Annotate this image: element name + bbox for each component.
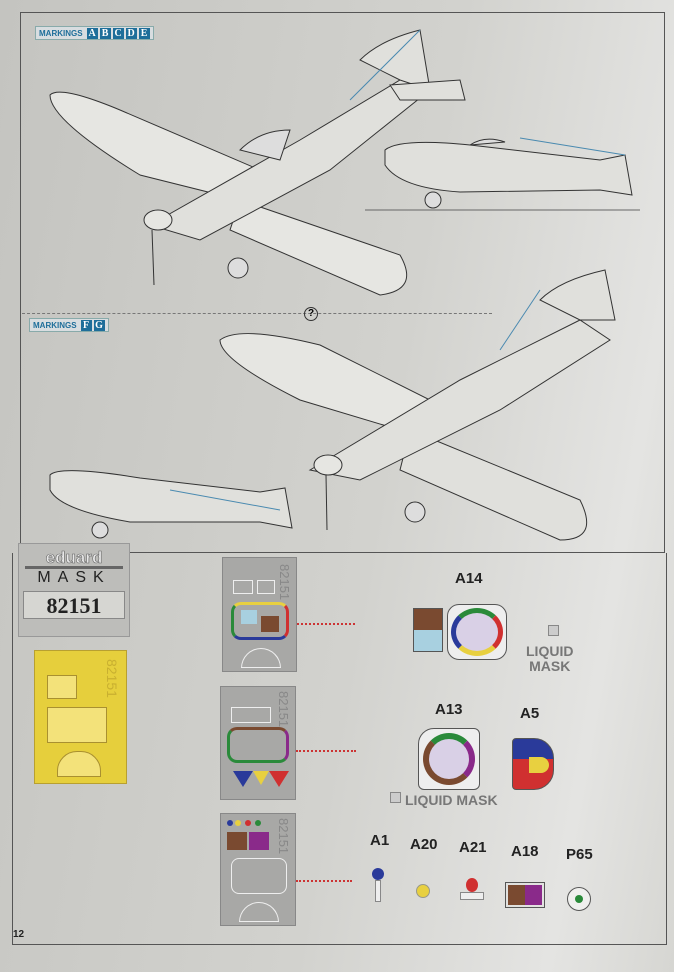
- page-number: 12: [13, 929, 25, 940]
- section-divider: [22, 313, 492, 314]
- mask-p65: [567, 887, 591, 911]
- markings-top-badge: MARKINGS A B C D E: [35, 26, 154, 40]
- mask-a13: [418, 728, 480, 790]
- marking-e: E: [138, 27, 150, 39]
- marking-f: F: [80, 319, 92, 331]
- marking-d: D: [125, 27, 137, 39]
- spitfire-side-view-2: [49, 470, 293, 539]
- question-icon: ?: [304, 307, 318, 321]
- part-label-a14: A14: [455, 570, 483, 587]
- mask-a14: [413, 604, 508, 660]
- marking-c: C: [112, 27, 124, 39]
- brand-logo: eduard: [25, 549, 123, 569]
- product-name: MASK: [37, 569, 111, 586]
- mask-a20: [416, 884, 430, 898]
- part-label-a21: A21: [459, 839, 487, 856]
- part-label-a1: A1: [370, 832, 390, 849]
- yellow-mask-sheet: 82151: [34, 650, 127, 784]
- part-label-a5: A5: [520, 705, 540, 722]
- part-label-a13: A13: [435, 701, 463, 718]
- mask-a5: [512, 738, 554, 790]
- spitfire-top-view-1: [49, 29, 466, 296]
- mask-sheet-3: 82151: [220, 813, 296, 926]
- marking-g: G: [93, 319, 105, 331]
- leader-line-3: [296, 880, 352, 882]
- spitfire-side-view-1: [365, 138, 640, 211]
- liquid-mask-marker-1: [548, 625, 559, 636]
- marking-a: A: [86, 27, 98, 39]
- leader-line-2: [296, 750, 356, 752]
- bottom-frame: [12, 553, 667, 945]
- mask-a1: [372, 868, 386, 904]
- part-label-a18: A18: [511, 843, 539, 860]
- mask-sheet-1: 82151: [222, 557, 297, 672]
- liquid-mask-label-2: LIQUID MASK: [405, 792, 498, 808]
- part-label-p65: P65: [566, 846, 593, 863]
- product-code: 82151: [23, 591, 125, 619]
- mask-a21: [460, 878, 484, 906]
- marking-b: B: [99, 27, 111, 39]
- spitfire-top-view-2: [219, 269, 616, 541]
- eduard-mask-badge: eduard MASK 82151: [18, 543, 130, 637]
- mask-sheet-2: 82151: [220, 686, 296, 800]
- top-frame: [20, 12, 665, 553]
- markings-mid-badge: MARKINGS F G: [29, 318, 109, 332]
- mask-a18: [505, 882, 545, 908]
- leader-line-1: [297, 623, 355, 625]
- part-label-a20: A20: [410, 836, 438, 853]
- liquid-mask-marker-2: [390, 792, 401, 803]
- aircraft-drawings: [49, 29, 640, 541]
